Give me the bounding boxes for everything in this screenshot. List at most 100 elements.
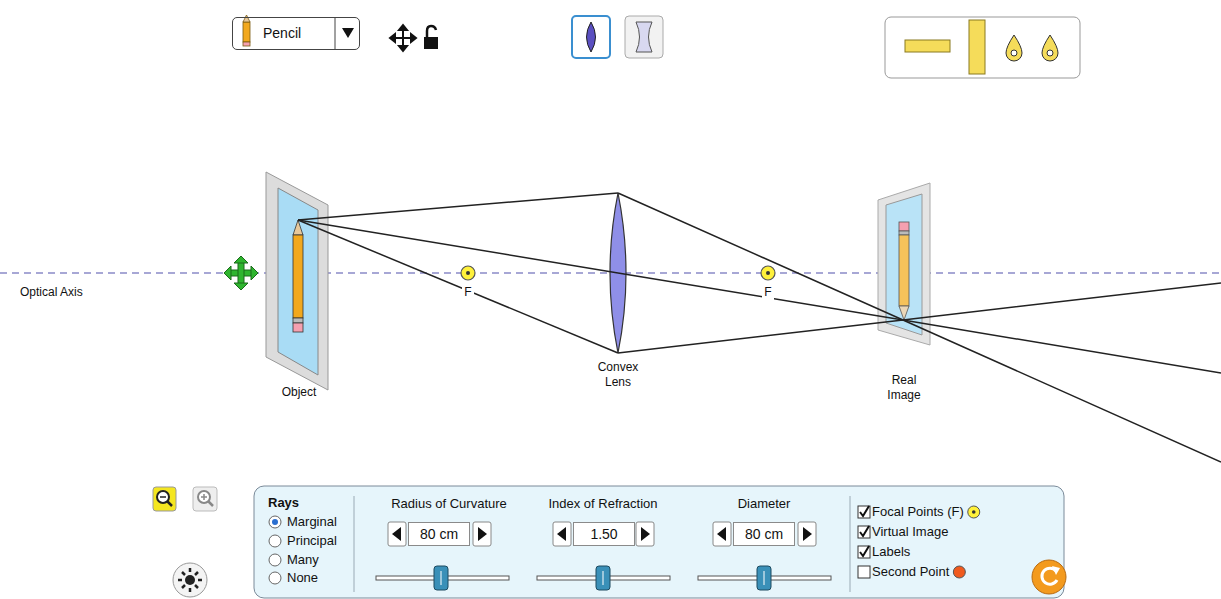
control-label: Virtual Image xyxy=(872,524,948,540)
focal-label: F xyxy=(462,285,473,300)
number-box: 80 cm xyxy=(408,522,470,546)
toolbar-icons xyxy=(905,40,950,52)
text-holder: Index of Refraction xyxy=(548,496,657,512)
light-button xyxy=(182,585,185,588)
focal-point xyxy=(766,271,770,275)
sliders xyxy=(434,566,448,590)
toolbar-icons xyxy=(1042,35,1058,61)
zoom-buttons xyxy=(193,487,217,511)
checkboxes xyxy=(860,506,869,516)
light-button xyxy=(189,588,192,592)
label-holder: Convex Lens xyxy=(592,360,644,390)
control-label: Radius of Curvature xyxy=(391,496,507,512)
light-rays xyxy=(618,283,1221,353)
light-button xyxy=(198,579,202,582)
toolbar-icons xyxy=(243,15,1080,78)
checkboxes xyxy=(858,566,870,578)
control-panel-ground xyxy=(850,496,851,592)
zoom-buttons xyxy=(167,501,172,506)
zoom-buttons xyxy=(153,487,176,511)
legend-dot xyxy=(968,506,980,518)
image-frame xyxy=(899,306,909,320)
object-frame xyxy=(293,235,303,318)
shape-dropdown: Pencil xyxy=(232,17,360,50)
toolbar-icons xyxy=(243,22,250,42)
toolbar-icons xyxy=(636,22,652,52)
number-box: 1.50 xyxy=(573,522,635,546)
sliders xyxy=(603,571,604,585)
reset-button xyxy=(1032,560,1066,594)
control-label: Focal Points (F) xyxy=(872,504,964,520)
arrow-buttons xyxy=(478,527,487,541)
object-frame xyxy=(266,172,328,390)
toolbar-icons xyxy=(342,28,354,38)
toolbar-icons xyxy=(1011,50,1017,56)
arrow-buttons xyxy=(392,527,401,541)
toolbar-icons xyxy=(625,16,663,58)
zoom-buttons xyxy=(208,501,213,506)
toolbar-icons xyxy=(411,34,416,42)
light-button xyxy=(195,572,198,575)
radio-buttons xyxy=(269,554,281,566)
toolbar-icons xyxy=(969,20,985,74)
arrow-buttons xyxy=(798,522,816,546)
toolbar-icons xyxy=(399,46,407,51)
control-panel-ground xyxy=(254,486,1064,598)
text-holder: None xyxy=(287,570,318,586)
image-frame xyxy=(899,235,909,306)
sliders xyxy=(441,571,442,585)
light-rays xyxy=(298,220,618,273)
sliders xyxy=(376,566,831,590)
light-rays xyxy=(618,193,1221,462)
light-button xyxy=(178,579,182,582)
arrow-buttons xyxy=(713,522,731,546)
arrow-buttons xyxy=(641,527,650,541)
radio-buttons xyxy=(269,535,281,547)
image-frame xyxy=(886,194,922,335)
legend-dot xyxy=(968,506,980,518)
light-button xyxy=(173,563,207,597)
move-handle xyxy=(224,266,231,280)
checkboxes xyxy=(860,546,869,556)
object-frame xyxy=(278,188,318,375)
toolbar-icons xyxy=(399,25,407,30)
arrow-buttons xyxy=(553,522,571,546)
arrow-buttons xyxy=(803,527,812,541)
checkboxes xyxy=(858,506,870,578)
label-holder: F xyxy=(462,285,473,300)
label-holder: Optical Axis xyxy=(18,285,85,300)
text-holder: Second Point xyxy=(872,564,949,580)
light-button xyxy=(185,575,195,585)
light-rays xyxy=(618,273,1221,373)
toolbar-icons xyxy=(1047,50,1053,56)
light-button xyxy=(195,585,198,588)
number-value: 80 cm xyxy=(745,526,783,542)
toolbar-icons xyxy=(390,34,395,42)
arrow-buttons xyxy=(636,522,654,546)
image-frame xyxy=(899,231,909,235)
toolbar-icons xyxy=(885,17,1080,78)
number-value: 1.50 xyxy=(590,526,617,542)
toolbar-icons xyxy=(390,25,416,51)
reset-button xyxy=(1052,566,1060,575)
sliders xyxy=(764,571,765,585)
label-holder: F xyxy=(762,285,773,300)
control-label: Principal xyxy=(287,533,337,549)
text-holder: Pencil xyxy=(263,25,301,41)
focal-point xyxy=(761,266,775,280)
toolbar-icons xyxy=(243,42,250,46)
number-box: 80 cm xyxy=(733,522,795,546)
text-holder: Diameter xyxy=(738,496,791,512)
toolbar-icons xyxy=(587,22,596,52)
sliders xyxy=(757,566,771,590)
focal-point xyxy=(461,266,775,280)
control-label: Many xyxy=(287,552,319,568)
zoom-buttons xyxy=(160,496,166,498)
checkboxes xyxy=(858,506,870,518)
control-panel: RaysMarginalPrincipalManyNoneRadius of C… xyxy=(254,486,1064,598)
move-handle xyxy=(234,256,248,263)
control-label: Diameter xyxy=(738,496,791,512)
checkboxes xyxy=(860,526,869,536)
legend-dot xyxy=(953,566,965,578)
